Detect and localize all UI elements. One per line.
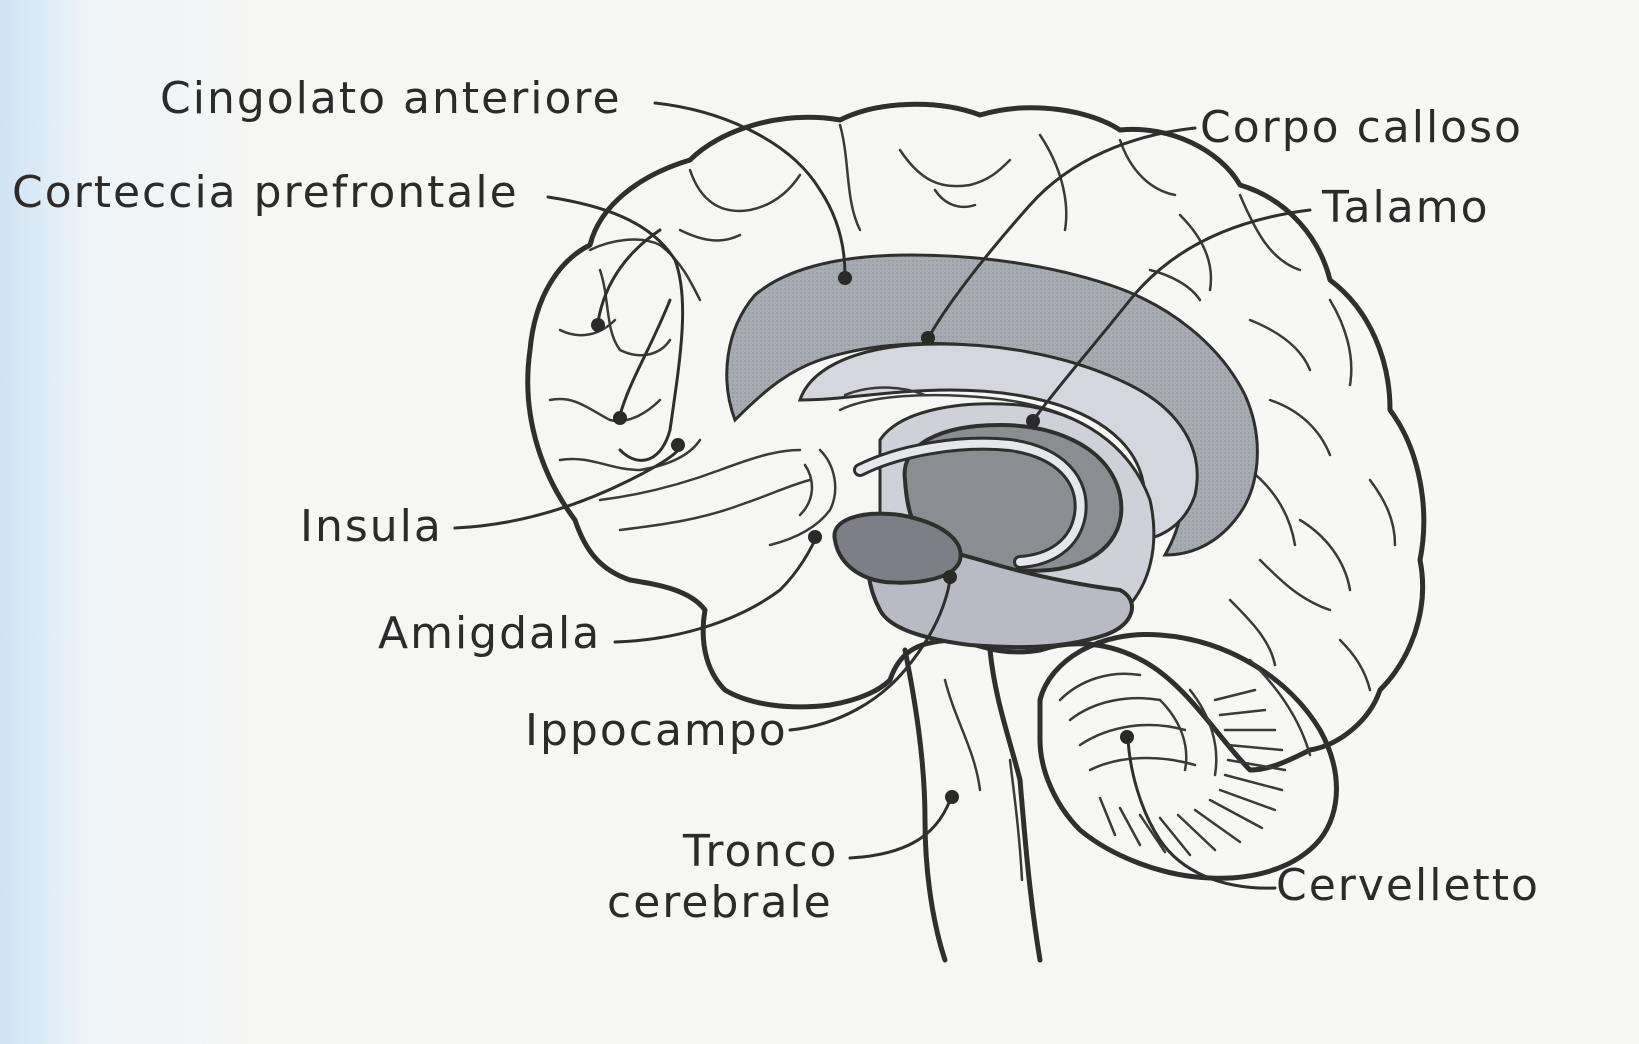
dot-talamo <box>1026 414 1040 428</box>
dot-cingolato <box>838 271 852 285</box>
leader-amigdala <box>615 540 815 642</box>
label-talamo: Talamo <box>1321 182 1490 233</box>
label-insula: Insula <box>300 501 443 552</box>
brainstem-detail <box>945 680 980 790</box>
dot-corteccia-1 <box>591 318 605 332</box>
dot-amigdala <box>808 530 822 544</box>
label-cerebrale: cerebrale <box>607 877 833 928</box>
label-amigdala: Amigdala <box>378 608 601 659</box>
label-cervelletto: Cervelletto <box>1276 860 1540 911</box>
label-ippocampo: Ippocampo <box>525 705 788 756</box>
dot-ippocampo <box>943 570 957 584</box>
label-cingolato-anteriore: Cingolato anteriore <box>160 73 622 124</box>
label-corteccia-prefrontale: Corteccia prefrontale <box>12 167 519 218</box>
label-tronco: Tronco <box>682 826 838 877</box>
leader-tronco <box>850 800 950 858</box>
dot-cervelletto <box>1120 730 1134 744</box>
anterior-commissure <box>770 450 835 545</box>
label-corpo-calloso: Corpo calloso <box>1200 102 1523 153</box>
leader-cingolato <box>655 103 845 275</box>
dot-corteccia-2 <box>613 411 627 425</box>
dot-tronco <box>945 790 959 804</box>
cerebellum-folia <box>1060 660 1310 855</box>
dot-corpo <box>921 331 935 345</box>
brainstem <box>905 650 945 960</box>
